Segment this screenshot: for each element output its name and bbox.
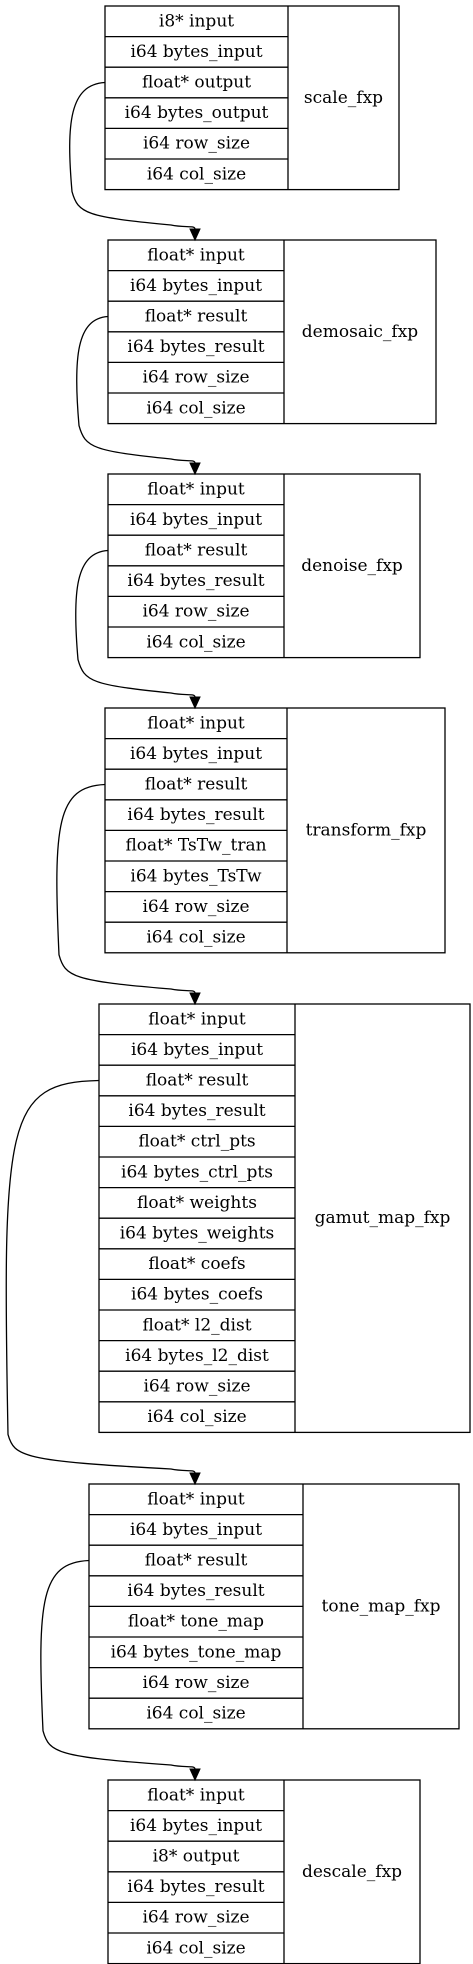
node-name: transform_fxp [306,820,427,840]
node-name: tone_map_fxp [322,1596,441,1616]
field-label: float* result [145,1551,248,1571]
arrowhead-icon [189,992,201,1006]
nodes-layer: i8* input i64 bytes_input float* output i64… [88,5,471,1964]
arrowhead-icon [189,228,201,242]
field-label: i64 row_size [143,134,250,154]
field-label: float* tone_map [128,1612,264,1632]
edge-gamut-map-fxp-to-tone-map-fxp [5,1079,201,1486]
field-label: float* result [145,775,248,795]
field-label: i64 bytes_l2_dist [125,1346,269,1366]
field-label: float* coefs [148,1254,245,1274]
field-label: i64 bytes_input [131,1040,263,1060]
field-label: float* TsTw_tran [125,836,266,856]
node-name: scale_fxp [304,88,383,108]
edge-curve [40,1559,196,1770]
edge-demosaic-fxp-to-denoise-fxp [75,315,201,476]
field-label: float* input [147,1785,245,1805]
edge-curve [5,1079,196,1474]
field-label: i64 bytes_TsTw [130,866,262,886]
edge-scale-fxp-to-demosaic-fxp [69,81,201,242]
field-label: i64 bytes_input [130,744,262,764]
field-label: i64 bytes_input [130,510,262,530]
field-label: i64 bytes_input [130,1520,262,1540]
field-label: i64 col_size [146,398,245,418]
arrowhead-icon [189,1472,201,1486]
node-denoise-fxp: float* input i64 bytes_input float* result… [107,473,421,659]
node-name: gamut_map_fxp [315,1208,451,1228]
field-label: i64 row_size [143,1377,250,1397]
edge-curve [56,783,196,994]
node-demosaic-fxp: float* input i64 bytes_input float* result… [107,239,437,425]
node-transform-fxp: float* input i64 bytes_input float* result… [104,707,446,954]
node-name: demosaic_fxp [302,322,418,342]
field-label: i64 row_size [142,1673,249,1693]
edge-transform-fxp-to-gamut-map-fxp [56,783,201,1006]
field-label: i64 col_size [146,928,245,948]
field-label: i64 bytes_result [128,1101,265,1121]
arrowhead-icon [189,1768,201,1782]
field-label: i64 col_size [146,632,245,652]
field-label: i64 bytes_result [127,337,264,357]
field-label: float* input [148,1009,246,1029]
field-label: float* input [147,245,245,265]
arrowhead-icon [189,462,201,476]
node-tone-map-fxp: float* input i64 bytes_input float* result… [88,1483,460,1730]
field-label: i64 col_size [147,1407,246,1427]
field-label: i8* input [159,11,234,31]
field-label: i64 row_size [142,602,249,622]
field-label: i64 bytes_result [127,1581,264,1601]
field-label: float* ctrl_pts [138,1132,255,1152]
field-label: float* result [146,1071,249,1091]
field-label: i64 col_size [146,1938,245,1958]
field-label: i64 row_size [142,368,249,388]
field-label: i64 bytes_input [130,42,262,62]
field-label: i64 bytes_output [125,103,269,123]
field-label: i64 bytes_weights [120,1224,275,1244]
field-label: i64 bytes_input [130,1816,262,1836]
field-label: float* weights [137,1193,257,1213]
field-label: i64 row_size [142,897,249,917]
field-label: float* result [145,307,248,327]
node-name: descale_fxp [302,1862,402,1882]
node-scale-fxp: i8* input i64 bytes_input float* output i64… [104,5,400,191]
field-label: float* result [145,541,248,561]
field-label: i64 bytes_ctrl_pts [121,1162,273,1182]
field-label: float* input [147,713,245,733]
edge-tone-map-fxp-to-descale-fxp [40,1559,201,1782]
field-label: float* output [142,73,251,93]
edge-curve [75,315,196,464]
node-gamut-map-fxp: float* input i64 bytes_input float* result… [98,1003,471,1434]
edge-denoise-fxp-to-transform-fxp [75,549,201,710]
field-label: i64 bytes_input [130,276,262,296]
field-label: i64 bytes_coefs [131,1285,263,1305]
field-label: i64 col_size [146,1704,245,1724]
field-label: i64 bytes_tone_map [111,1642,282,1662]
edge-curve [75,549,196,698]
edge-curve [69,81,196,230]
field-label: i64 bytes_result [127,805,264,825]
field-label: float* l2_dist [142,1315,251,1335]
field-label: i64 row_size [142,1908,249,1928]
field-label: float* input [147,479,245,499]
edges-layer [5,81,201,1782]
node-descale-fxp: float* input i64 bytes_input i8* output i64… [107,1779,421,1964]
field-label: i64 bytes_result [127,571,264,591]
field-label: i64 col_size [147,164,246,184]
arrowhead-icon [189,696,201,710]
field-label: float* input [147,1489,245,1509]
field-label: i64 bytes_result [127,1877,264,1897]
field-label: i8* output [153,1847,240,1867]
node-name: denoise_fxp [301,556,403,576]
